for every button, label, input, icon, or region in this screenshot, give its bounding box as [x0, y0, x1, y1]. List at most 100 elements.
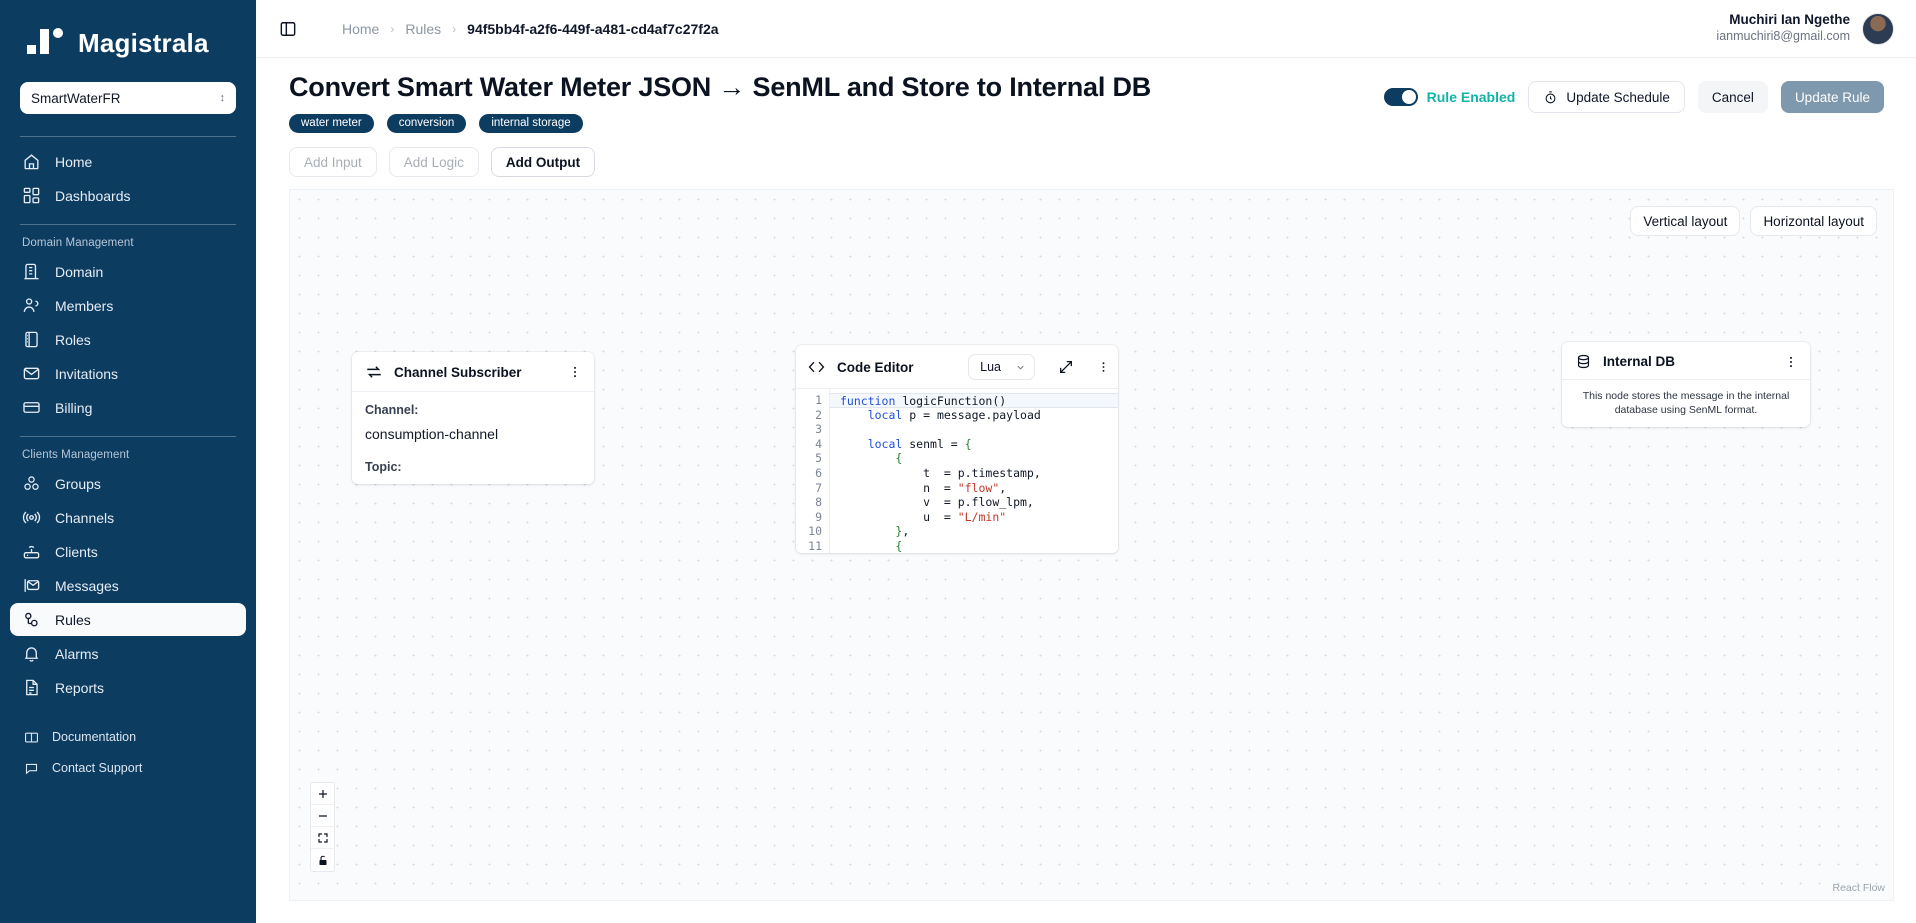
chat-icon [25, 763, 38, 774]
tab-add-logic[interactable]: Add Logic [388, 147, 479, 177]
sidebar-item-label: Channels [55, 509, 115, 526]
tab-add-output[interactable]: Add Output [490, 147, 596, 177]
line-number: 1 [815, 393, 822, 407]
code-line: function logicFunction() [830, 393, 1118, 408]
sidebar-item-roles[interactable]: Roles [10, 323, 246, 356]
sidebar-item-contact-support[interactable]: Contact Support [10, 753, 246, 783]
page-header: Convert Smart Water Meter JSON → SenML a… [256, 58, 1916, 133]
node-title: Internal DB [1603, 354, 1676, 369]
tab-add-input[interactable]: Add Input [289, 147, 377, 177]
avatar[interactable] [1862, 12, 1894, 45]
tag-item[interactable]: conversion [386, 114, 467, 133]
fit-view-icon [317, 832, 328, 843]
page-actions: Rule Enabled Update Schedule Cancel Upda… [1383, 72, 1894, 113]
broadcast-icon [22, 511, 41, 524]
more-vertical-icon[interactable] [1784, 355, 1798, 369]
react-flow-credit[interactable]: React Flow [1832, 882, 1885, 894]
sidebar-item-label: Messages [55, 577, 119, 594]
zoom-in-button[interactable] [311, 783, 334, 805]
node-body: Channel: consumption-channel Topic: [352, 392, 594, 496]
domain-selector[interactable]: SmartWaterFR ↕ [20, 82, 236, 114]
code-editor-area[interactable]: 1 2 3 4 5 6 7 8 9 10 11 [796, 389, 1118, 553]
line-number: 11 [808, 538, 822, 553]
roles-icon [25, 331, 38, 348]
sidebar-item-alarms[interactable]: Alarms [10, 637, 246, 670]
sidebar-item-dashboards[interactable]: Dashboards [10, 179, 246, 212]
cancel-button[interactable]: Cancel [1697, 81, 1768, 113]
vertical-layout-button[interactable]: Vertical layout [1630, 206, 1741, 236]
more-vertical-icon[interactable] [1097, 359, 1110, 375]
sidebar-item-label: Home [55, 153, 93, 170]
lock-icon [319, 855, 326, 865]
node-header: Channel Subscriber [352, 352, 594, 392]
tag-item[interactable]: internal storage [479, 114, 583, 133]
fit-view-button[interactable] [311, 827, 334, 849]
language-select[interactable]: Lua [968, 354, 1035, 380]
sidebar-item-label: Members [55, 297, 114, 314]
line-number-gutter: 1 2 3 4 5 6 7 8 9 10 11 [796, 389, 830, 553]
sidebar-footer-group: Documentation Contact Support [0, 722, 256, 783]
brand: Magistrala [0, 0, 256, 82]
sidebar-item-reports[interactable]: Reports [10, 671, 246, 704]
sidebar-item-label: Rules [55, 611, 91, 628]
layout-buttons: Vertical layout Horizontal layout [1630, 206, 1877, 236]
more-vertical-icon[interactable] [568, 365, 582, 379]
update-schedule-button[interactable]: Update Schedule [1528, 81, 1685, 113]
code-line: t = p.timestamp, [840, 465, 1041, 480]
breadcrumb-item-rules[interactable]: Rules [405, 20, 442, 37]
rule-enabled-toggle-wrap: Rule Enabled [1383, 88, 1515, 106]
line-number: 3 [815, 422, 822, 437]
sidebar-item-label: Contact Support [52, 761, 143, 775]
sidebar-item-label: Alarms [55, 645, 99, 662]
node-header: Internal DB [1562, 342, 1810, 380]
code-line: local p = message.payload [867, 407, 1041, 422]
update-rule-button[interactable]: Update Rule [1780, 81, 1884, 113]
node-internal-db[interactable]: Internal DB This node stores the message… [1562, 342, 1810, 427]
cancel-label: Cancel [1711, 89, 1754, 105]
sidebar-item-clients[interactable]: Clients [10, 535, 246, 568]
code-text[interactable]: function logicFunction() local p = messa… [830, 389, 1118, 553]
sidebar-item-domain[interactable]: Domain [10, 255, 246, 288]
sidebar-item-billing[interactable]: Billing [10, 391, 246, 424]
sidebar-item-label: Clients [55, 543, 98, 560]
update-schedule-label: Update Schedule [1566, 89, 1670, 105]
sidebar-item-home[interactable]: Home [10, 145, 246, 178]
sidebar-section-clients-management: Clients Management [22, 449, 130, 461]
sidebar-item-channels[interactable]: Channels [10, 501, 246, 534]
sidebar-item-groups[interactable]: Groups [10, 467, 246, 500]
sidebar-item-documentation[interactable]: Documentation [10, 722, 246, 752]
page-header-left: Convert Smart Water Meter JSON → SenML a… [289, 72, 1384, 133]
domain-selector-value: SmartWaterFR [31, 90, 121, 106]
sidebar-item-members[interactable]: Members [10, 289, 246, 322]
sidebar-item-label: Reports [55, 679, 105, 696]
line-number: 5 [815, 451, 822, 466]
rule-enabled-toggle[interactable] [1383, 88, 1418, 106]
toggle-knob [1401, 90, 1416, 104]
flow-canvas[interactable]: Vertical layout Horizontal layout [289, 189, 1894, 901]
zoom-out-button[interactable] [311, 805, 334, 827]
code-line [840, 422, 1118, 437]
line-number: 9 [815, 509, 822, 524]
code-brackets-icon [808, 361, 825, 373]
panel-toggle-icon[interactable] [278, 19, 298, 39]
node-channel-subscriber[interactable]: Channel Subscriber Channel: consumption-… [352, 352, 594, 484]
breadcrumb-item-current: 94f5bb4f-a2f6-449f-a481-cd4af7c27f2a [467, 20, 719, 37]
sidebar: Magistrala SmartWaterFR ↕ Home Dashboard… [0, 0, 256, 923]
sidebar-item-rules[interactable]: Rules [10, 603, 246, 636]
magistrala-logo-icon [27, 28, 63, 54]
horizontal-layout-button[interactable]: Horizontal layout [1750, 206, 1877, 236]
tag-item[interactable]: water meter [289, 114, 374, 133]
line-number: 7 [815, 480, 822, 495]
breadcrumb-item-home[interactable]: Home [342, 20, 380, 37]
zoom-in-icon [318, 789, 327, 798]
sidebar-section-domain-management: Domain Management [22, 237, 134, 249]
lock-button[interactable] [311, 849, 334, 871]
sidebar-item-messages[interactable]: Messages [10, 569, 246, 602]
expand-diagonal-icon[interactable] [1058, 359, 1074, 375]
code-line: { [895, 451, 903, 466]
code-line: v = p.flow_lpm, [840, 495, 1034, 510]
channel-label: Channel: [365, 403, 419, 417]
sidebar-item-invitations[interactable]: Invitations [10, 357, 246, 390]
node-code-editor[interactable]: Code Editor Lua [796, 345, 1118, 553]
